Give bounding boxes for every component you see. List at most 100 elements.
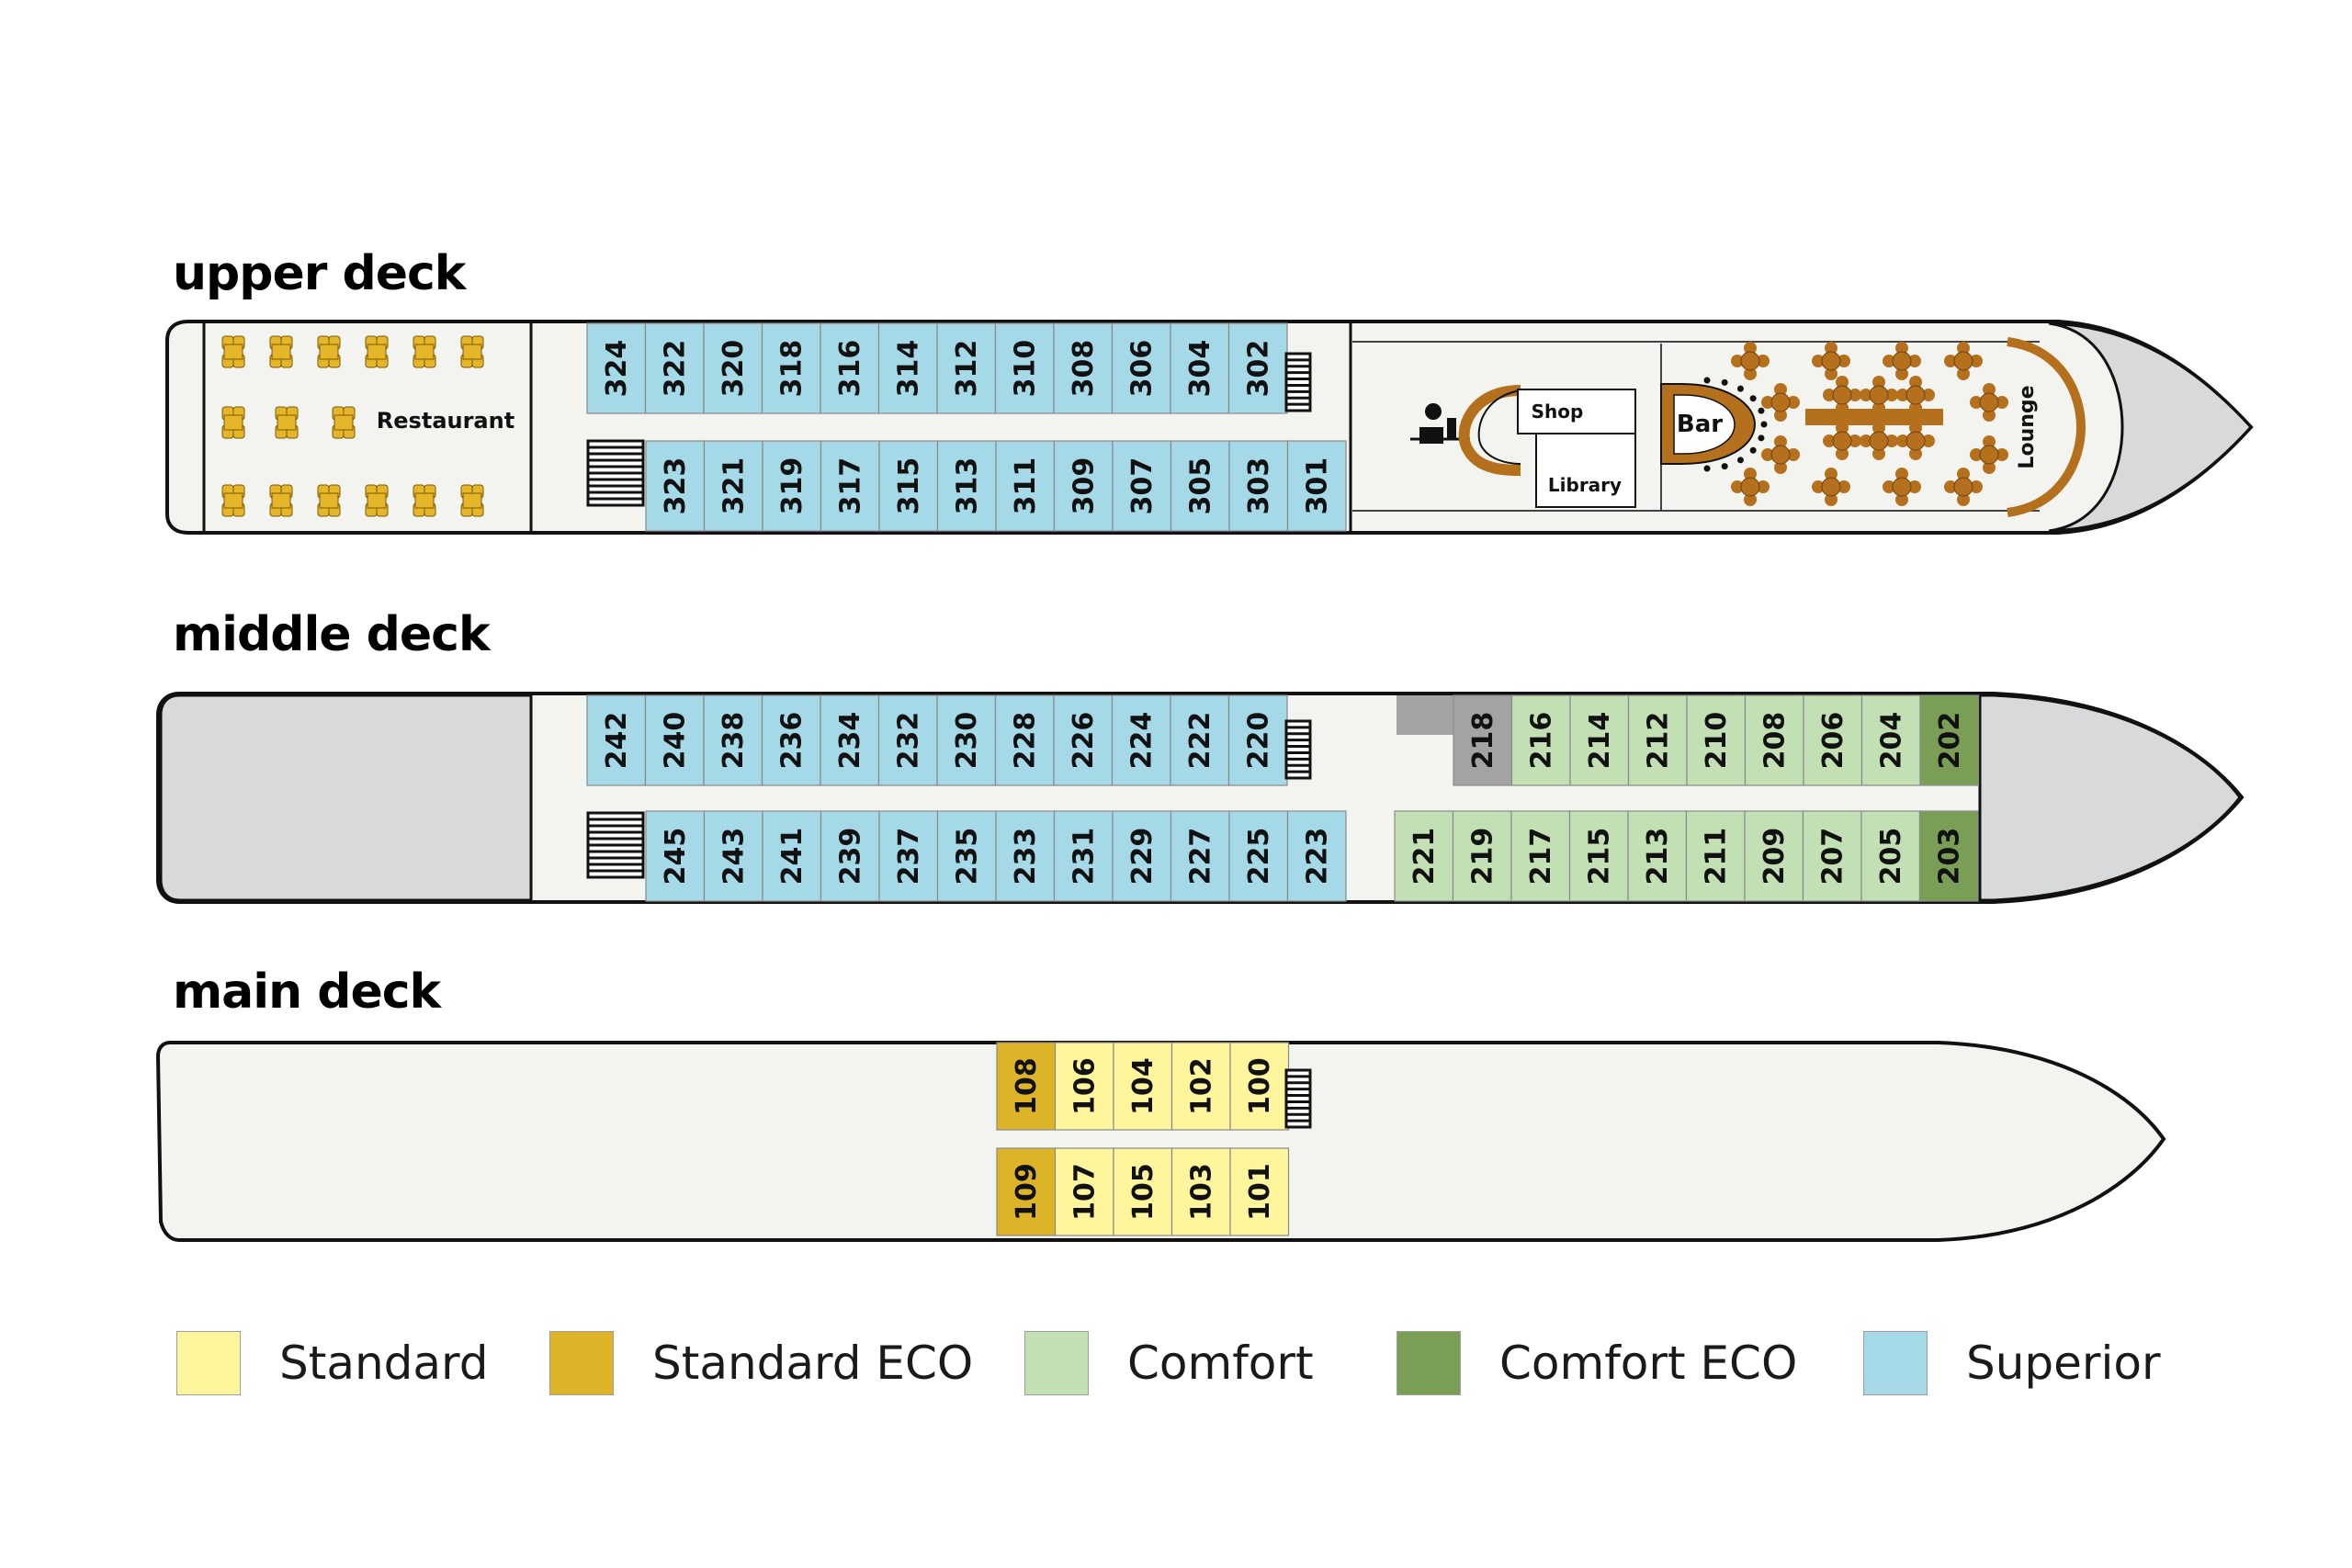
cabin-314[interactable]: 314 (877, 322, 938, 414)
cabin-box[interactable] (703, 440, 763, 532)
cabin-107[interactable]: 107 (1054, 1147, 1114, 1236)
cabin-box[interactable] (1919, 694, 1980, 786)
cabin-box[interactable] (586, 694, 647, 786)
cabin-box[interactable] (1111, 322, 1171, 414)
cabin-box[interactable] (703, 694, 763, 786)
cabin-box[interactable] (1568, 810, 1629, 902)
cabin-307[interactable]: 307 (1112, 440, 1172, 532)
cabin-box[interactable] (936, 322, 997, 414)
cabin-box[interactable] (1053, 694, 1114, 786)
cabin-311[interactable]: 311 (995, 440, 1056, 532)
cabin-box[interactable] (1452, 810, 1512, 902)
cabin-208[interactable]: 208 (1744, 694, 1804, 786)
cabin-318[interactable]: 318 (761, 322, 821, 414)
cabin-229[interactable]: 229 (1112, 810, 1172, 902)
cabin-box[interactable] (820, 440, 880, 532)
cabin-box[interactable] (1228, 810, 1289, 902)
cabin-box[interactable] (996, 1147, 1057, 1236)
cabin-315[interactable]: 315 (878, 440, 939, 532)
cabin-104[interactable]: 104 (1113, 1042, 1173, 1131)
cabin-310[interactable]: 310 (994, 322, 1055, 414)
cabin-230[interactable]: 230 (936, 694, 997, 786)
cabin-218[interactable]: 218 (1453, 694, 1513, 786)
cabin-box[interactable] (877, 694, 938, 786)
cabin-box[interactable] (644, 322, 705, 414)
cabin-234[interactable]: 234 (820, 694, 880, 786)
cabin-309[interactable]: 309 (1053, 440, 1114, 532)
cabin-241[interactable]: 241 (762, 810, 822, 902)
cabin-box[interactable] (1170, 694, 1230, 786)
cabin-220[interactable]: 220 (1227, 694, 1288, 786)
cabin-box[interactable] (995, 810, 1056, 902)
cabin-219[interactable]: 219 (1452, 810, 1512, 902)
cabin-box[interactable] (1569, 694, 1630, 786)
cabin-242[interactable]: 242 (586, 694, 647, 786)
cabin-233[interactable]: 233 (995, 810, 1056, 902)
cabin-box[interactable] (878, 440, 939, 532)
cabin-216[interactable]: 216 (1510, 694, 1571, 786)
cabin-box[interactable] (1510, 810, 1571, 902)
cabin-box[interactable] (1229, 1147, 1290, 1236)
cabin-box[interactable] (877, 322, 938, 414)
cabin-240[interactable]: 240 (644, 694, 705, 786)
cabin-box[interactable] (1627, 694, 1688, 786)
cabin-210[interactable]: 210 (1686, 694, 1747, 786)
cabin-308[interactable]: 308 (1053, 322, 1114, 414)
cabin-box[interactable] (1227, 322, 1288, 414)
cabin-203[interactable]: 203 (1918, 810, 1979, 902)
cabin-305[interactable]: 305 (1170, 440, 1230, 532)
cabin-box[interactable] (936, 810, 997, 902)
cabin-103[interactable]: 103 (1170, 1147, 1231, 1236)
cabin-box[interactable] (1170, 440, 1230, 532)
cabin-box[interactable] (878, 810, 939, 902)
cabin-321[interactable]: 321 (703, 440, 763, 532)
cabin-317[interactable]: 317 (820, 440, 880, 532)
cabin-box[interactable] (703, 810, 763, 902)
cabin-313[interactable]: 313 (936, 440, 997, 532)
cabin-319[interactable]: 319 (762, 440, 822, 532)
cabin-box[interactable] (1054, 1147, 1114, 1236)
cabin-202[interactable]: 202 (1919, 694, 1980, 786)
cabin-box[interactable] (1112, 810, 1172, 902)
cabin-box[interactable] (1860, 694, 1921, 786)
cabin-324[interactable]: 324 (586, 322, 647, 414)
cabin-box[interactable] (994, 322, 1055, 414)
cabin-228[interactable]: 228 (994, 694, 1055, 786)
cabin-box[interactable] (1744, 810, 1804, 902)
cabin-302[interactable]: 302 (1227, 322, 1288, 414)
cabin-box[interactable] (1394, 810, 1454, 902)
cabin-207[interactable]: 207 (1802, 810, 1862, 902)
cabin-box[interactable] (1510, 694, 1571, 786)
cabin-box[interactable] (1112, 440, 1172, 532)
cabin-box[interactable] (1286, 810, 1347, 902)
cabin-204[interactable]: 204 (1860, 694, 1921, 786)
cabin-box[interactable] (1170, 1042, 1231, 1131)
cabin-209[interactable]: 209 (1744, 810, 1804, 902)
cabin-box[interactable] (820, 694, 880, 786)
cabin-box[interactable] (1053, 810, 1114, 902)
cabin-box[interactable] (761, 694, 821, 786)
cabin-box[interactable] (761, 322, 821, 414)
cabin-205[interactable]: 205 (1860, 810, 1921, 902)
cabin-215[interactable]: 215 (1568, 810, 1629, 902)
cabin-box[interactable] (1860, 810, 1921, 902)
cabin-235[interactable]: 235 (936, 810, 997, 902)
cabin-232[interactable]: 232 (877, 694, 938, 786)
cabin-box[interactable] (1286, 440, 1347, 532)
cabin-245[interactable]: 245 (645, 810, 706, 902)
cabin-box[interactable] (1453, 694, 1513, 786)
cabin-100[interactable]: 100 (1229, 1042, 1290, 1131)
cabin-224[interactable]: 224 (1111, 694, 1171, 786)
cabin-box[interactable] (1802, 810, 1862, 902)
cabin-320[interactable]: 320 (703, 322, 763, 414)
cabin-109[interactable]: 109 (996, 1147, 1057, 1236)
cabin-101[interactable]: 101 (1229, 1147, 1290, 1236)
cabin-303[interactable]: 303 (1228, 440, 1289, 532)
cabin-225[interactable]: 225 (1228, 810, 1289, 902)
cabin-323[interactable]: 323 (645, 440, 706, 532)
cabin-box[interactable] (762, 440, 822, 532)
cabin-box[interactable] (1228, 440, 1289, 532)
cabin-243[interactable]: 243 (703, 810, 763, 902)
cabin-239[interactable]: 239 (820, 810, 880, 902)
cabin-102[interactable]: 102 (1170, 1042, 1231, 1131)
